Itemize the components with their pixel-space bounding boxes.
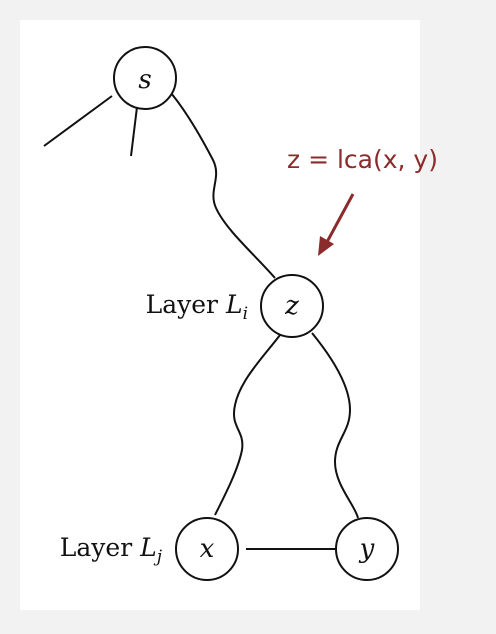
- node-y: y: [335, 517, 399, 581]
- layer-j-symbol: L: [139, 533, 157, 562]
- layer-j-prefix: Layer: [60, 533, 140, 562]
- node-z: z: [260, 274, 324, 338]
- edge-s-branch-left: [43, 95, 113, 147]
- node-x: x: [175, 517, 239, 581]
- lca-annotation: z = lca(x, y): [287, 145, 438, 174]
- layer-i-prefix: Layer: [146, 290, 226, 319]
- edge-z-y-path: [311, 332, 359, 519]
- node-y-label: y: [359, 534, 375, 564]
- node-z-label: z: [284, 291, 299, 321]
- layer-i-label: Layer Li: [146, 290, 248, 324]
- edge-s-z-path: [170, 92, 276, 279]
- layer-i-symbol: L: [225, 290, 243, 319]
- edge-s-branch-down: [130, 106, 138, 157]
- diagram-panel: [20, 20, 420, 610]
- node-s: s: [113, 46, 177, 110]
- layer-j-label: Layer Lj: [60, 533, 163, 567]
- annotation-arrow-icon: [318, 193, 355, 256]
- layer-j-subscript: j: [153, 547, 163, 567]
- edge-z-x-path: [214, 334, 281, 516]
- layer-i-subscript: i: [243, 304, 248, 324]
- node-x-label: x: [200, 534, 215, 564]
- node-s-label: s: [138, 65, 151, 95]
